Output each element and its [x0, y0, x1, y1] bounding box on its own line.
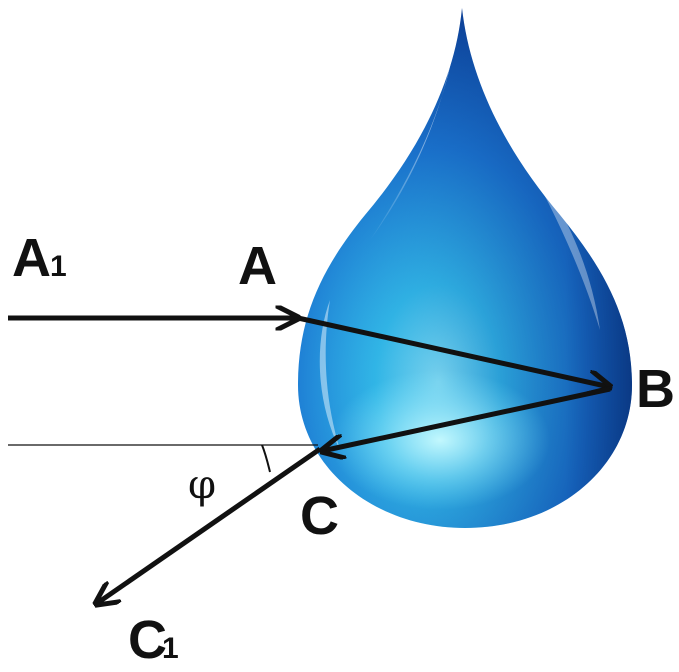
ray-b-c — [322, 386, 611, 451]
label-c: C — [300, 486, 339, 546]
label-a1: A — [12, 228, 51, 288]
drop-highlight-bottom — [330, 370, 550, 510]
angle-phi-arc — [261, 444, 271, 473]
ray-a-b — [297, 315, 610, 387]
label-a1-subscript: 1 — [50, 250, 67, 283]
label-c1-subscript: 1 — [162, 632, 179, 665]
label-b: B — [636, 359, 675, 419]
ray-c-c1 — [96, 446, 322, 604]
label-c1: C — [128, 610, 167, 670]
label-a: A — [238, 236, 277, 296]
drop-highlight-left — [319, 300, 340, 450]
water-drop — [298, 8, 632, 528]
label-phi: φ — [188, 462, 216, 508]
